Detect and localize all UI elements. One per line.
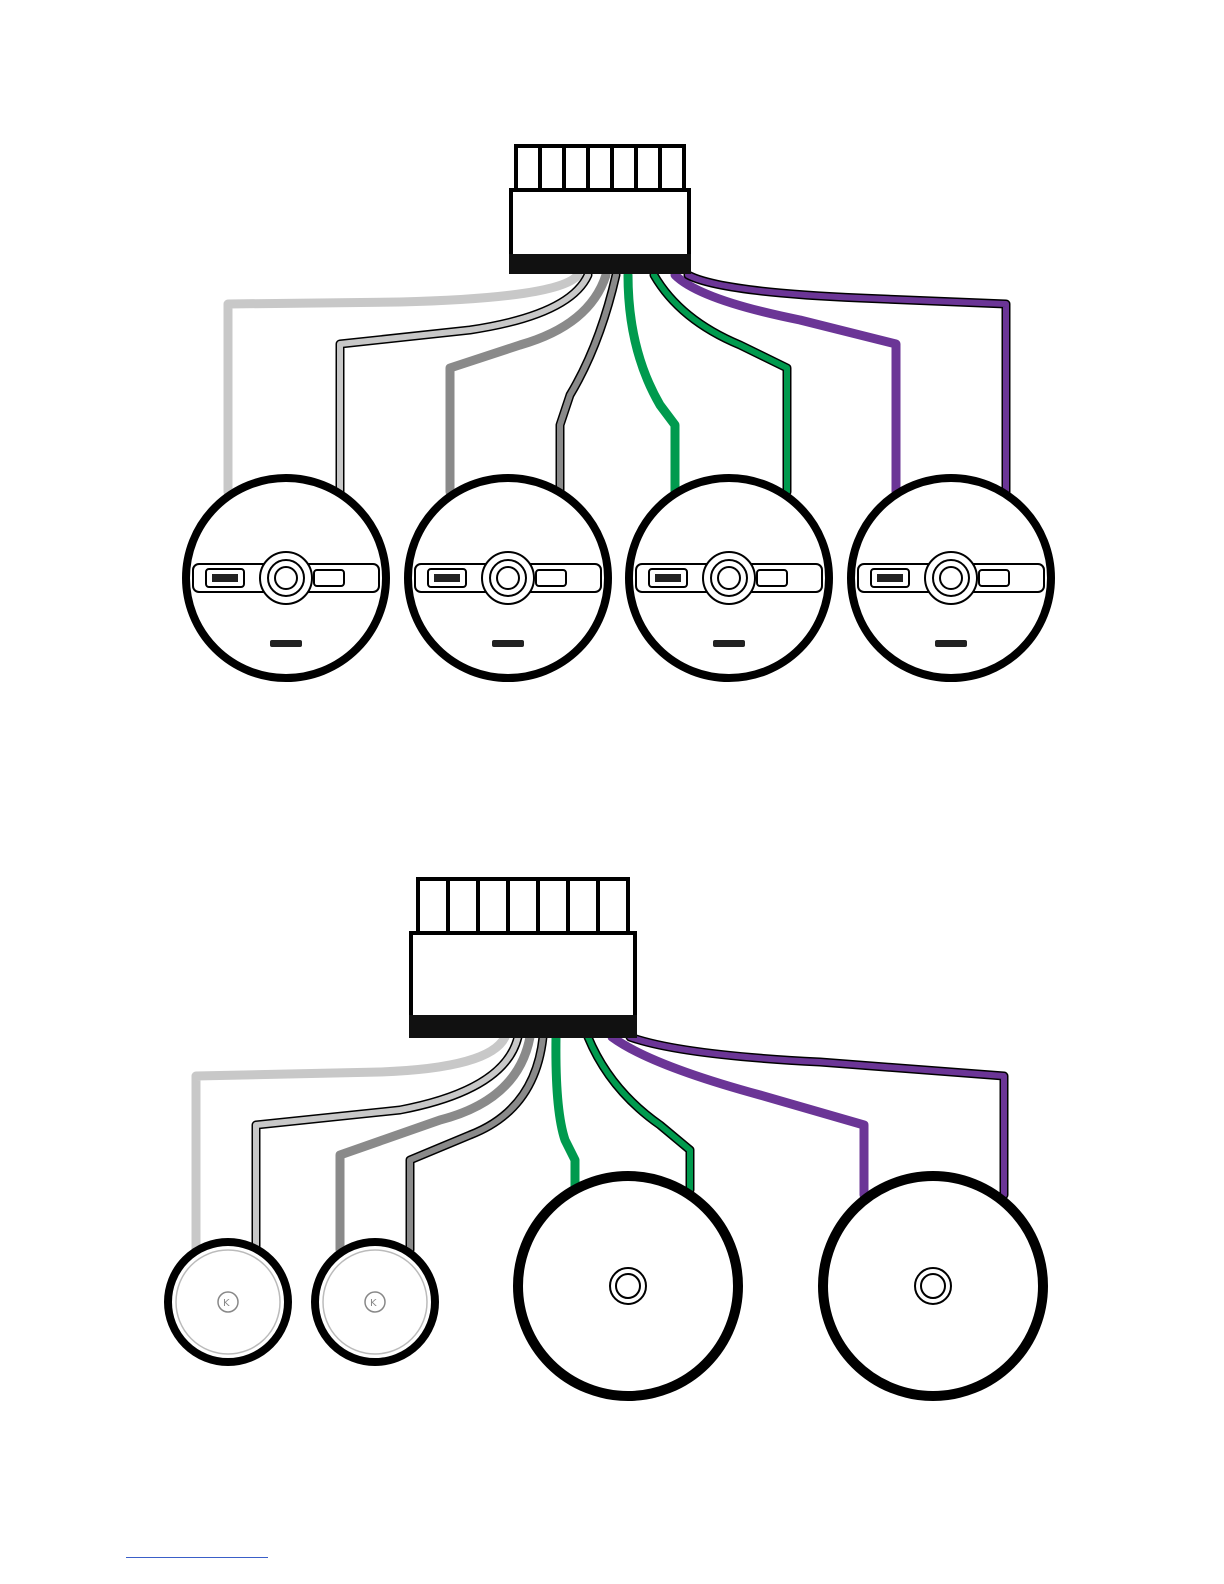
bottom-wiring-diagram: K K [168, 879, 1043, 1396]
coaxial-speaker-icon [851, 478, 1051, 678]
top-wire-green [628, 275, 675, 492]
woofer-speaker-icon [823, 1176, 1043, 1396]
top-wire-light-gray [228, 275, 578, 492]
footer-link-rule [126, 1557, 268, 1558]
bottom-harness-connector [409, 879, 637, 1038]
top-wire-harness [228, 275, 1006, 492]
tweeter-speaker-icon: K [168, 1242, 288, 1362]
top-harness-connector [509, 146, 691, 274]
coaxial-speaker-icon [629, 478, 829, 678]
top-wiring-diagram [186, 146, 1051, 678]
top-wire-mid-gray [450, 275, 606, 492]
bottom-wire-green [556, 1037, 575, 1190]
coaxial-speaker-icon [408, 478, 608, 678]
svg-text:K: K [223, 1298, 230, 1309]
coaxial-speaker-icon [186, 478, 386, 678]
woofer-speaker-icon [518, 1176, 738, 1396]
top-speakers [186, 478, 1051, 678]
bottom-speakers: K K [168, 1176, 1043, 1396]
svg-text:K: K [370, 1298, 377, 1309]
bottom-wire-green-striped [588, 1037, 690, 1190]
tweeter-speaker-icon: K [315, 1242, 435, 1362]
